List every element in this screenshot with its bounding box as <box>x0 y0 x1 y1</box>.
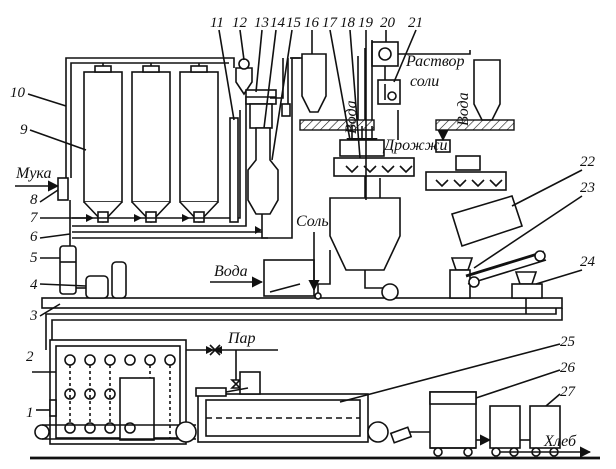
dough-divider-23 <box>449 250 547 299</box>
pneumatic-pipe <box>65 57 235 178</box>
label-7: 7 <box>30 210 39 226</box>
dosing-station-left <box>333 126 415 177</box>
text-labels: Мука Соль Вода Вода Вода Раствор соли Др… <box>15 53 577 450</box>
flour-cyclone-12 <box>235 58 253 96</box>
label-16: 16 <box>304 15 320 31</box>
label-12: 12 <box>232 15 248 31</box>
yeast-label: Дрожжи <box>382 137 448 154</box>
flour-receiver <box>15 177 69 201</box>
lower-floor-pipes <box>45 308 563 350</box>
number-labels: 1 2 3 4 5 6 7 8 9 10 11 12 13 14 15 16 1… <box>10 15 596 421</box>
baking-oven-25 <box>175 371 389 443</box>
label-21: 21 <box>408 15 423 31</box>
salt-dissolver <box>210 232 331 300</box>
label-8: 8 <box>30 192 38 208</box>
salt-solution-tank-20 <box>371 41 401 105</box>
label-20: 20 <box>380 15 396 31</box>
steam-label: Пар <box>227 330 256 347</box>
salt-solution-label-line1: Раствор <box>405 53 465 70</box>
water-label-center: Вода <box>343 100 360 134</box>
water-label-right: Вода <box>455 92 472 126</box>
cooling-conveyor-26 <box>389 426 430 444</box>
label-26: 26 <box>560 360 576 376</box>
label-2: 2 <box>26 349 34 365</box>
sifter-13-14 <box>245 89 277 129</box>
bread-cart-1 <box>429 391 477 457</box>
dough-trough-22 <box>450 195 524 248</box>
bread-cart-2 <box>489 405 521 457</box>
proofer-cradles <box>64 354 176 438</box>
label-25: 25 <box>560 334 576 350</box>
dosing-station-right <box>425 129 507 191</box>
label-24: 24 <box>580 254 596 270</box>
label-4: 4 <box>30 277 38 293</box>
dough-rounder-24 <box>511 271 543 314</box>
silo-feeders <box>69 96 268 246</box>
label-19: 19 <box>358 15 374 31</box>
salt-solution-label-line2: соли <box>410 73 439 90</box>
dough-fermentation-tank-19 <box>329 176 401 301</box>
blower-unit <box>59 245 127 299</box>
salt-label: Соль <box>296 213 329 230</box>
label-10: 10 <box>10 85 26 101</box>
steam-line <box>186 344 278 389</box>
label-11: 11 <box>210 15 224 31</box>
label-18: 18 <box>340 15 356 31</box>
flour-silo-3 <box>179 65 219 224</box>
cart-track <box>476 434 592 458</box>
screw-conveyor-left <box>299 119 375 131</box>
label-23: 23 <box>580 180 595 196</box>
label-6: 6 <box>30 229 38 245</box>
flour-bunker-16 <box>290 53 327 113</box>
label-13: 13 <box>254 15 269 31</box>
label-3: 3 <box>29 308 38 324</box>
water-inlet-label: Вода <box>214 263 248 280</box>
label-15: 15 <box>286 15 302 31</box>
loading-conveyor-1 <box>34 399 196 440</box>
label-5: 5 <box>30 250 38 266</box>
label-27: 27 <box>560 384 577 400</box>
bread-label: Хлеб <box>543 433 577 450</box>
label-9: 9 <box>20 122 28 138</box>
label-14: 14 <box>270 15 286 31</box>
intermediate-bunker-15 <box>247 58 291 215</box>
upper-floor <box>41 297 563 309</box>
filter-11 <box>229 117 239 223</box>
callout-leaders <box>27 29 583 411</box>
flour-silo-1 <box>83 65 123 224</box>
label-17: 17 <box>322 15 339 31</box>
flour-label: Мука <box>15 165 52 182</box>
label-22: 22 <box>580 154 596 170</box>
flour-bunker-right <box>435 59 515 131</box>
label-1: 1 <box>26 405 34 421</box>
flour-silo-2 <box>131 65 171 224</box>
water-dosing-pipe <box>357 40 471 140</box>
